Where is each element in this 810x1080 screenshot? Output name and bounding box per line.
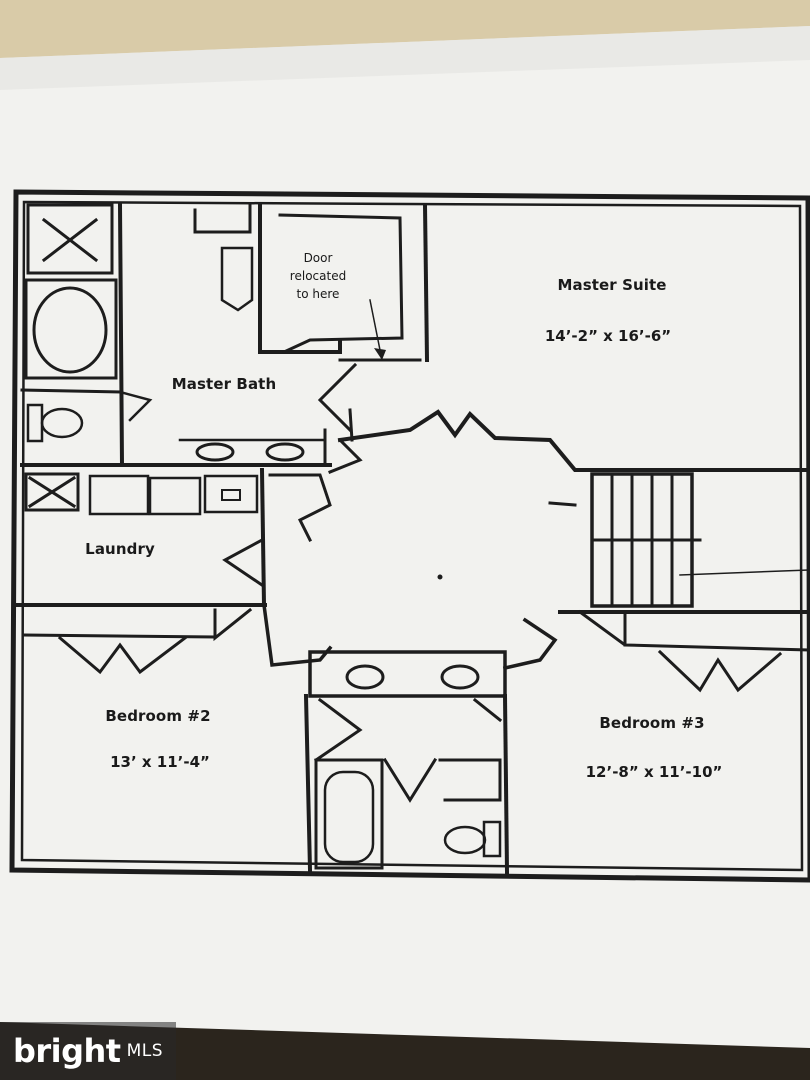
room-dims-bedroom-2: 13’ x 11’-4” [110, 753, 210, 771]
room-label-master-suite: Master Suite [557, 276, 667, 294]
note-line-2: relocated [289, 269, 347, 283]
room-label-bedroom-3: Bedroom #3 [599, 714, 705, 732]
note-line-3: to here [296, 287, 340, 301]
watermark-suffix: MLS [126, 1041, 164, 1061]
bright-mls-watermark: bright MLS [0, 1022, 176, 1080]
note-line-1: Door [303, 251, 333, 265]
room-dims-master-suite: 14’-2” x 16’-6” [544, 327, 672, 345]
room-label-master-bath: Master Bath [171, 375, 277, 393]
room-label-laundry: Laundry [85, 540, 155, 558]
room-label-bedroom-2: Bedroom #2 [105, 707, 211, 725]
door-relocated-note: Door relocated to here [290, 249, 346, 303]
floor-plan-drawing [9, 189, 810, 883]
watermark-brand: bright [12, 1032, 121, 1070]
room-dims-bedroom-3: 12’-8” x 11’-10” [585, 763, 723, 781]
